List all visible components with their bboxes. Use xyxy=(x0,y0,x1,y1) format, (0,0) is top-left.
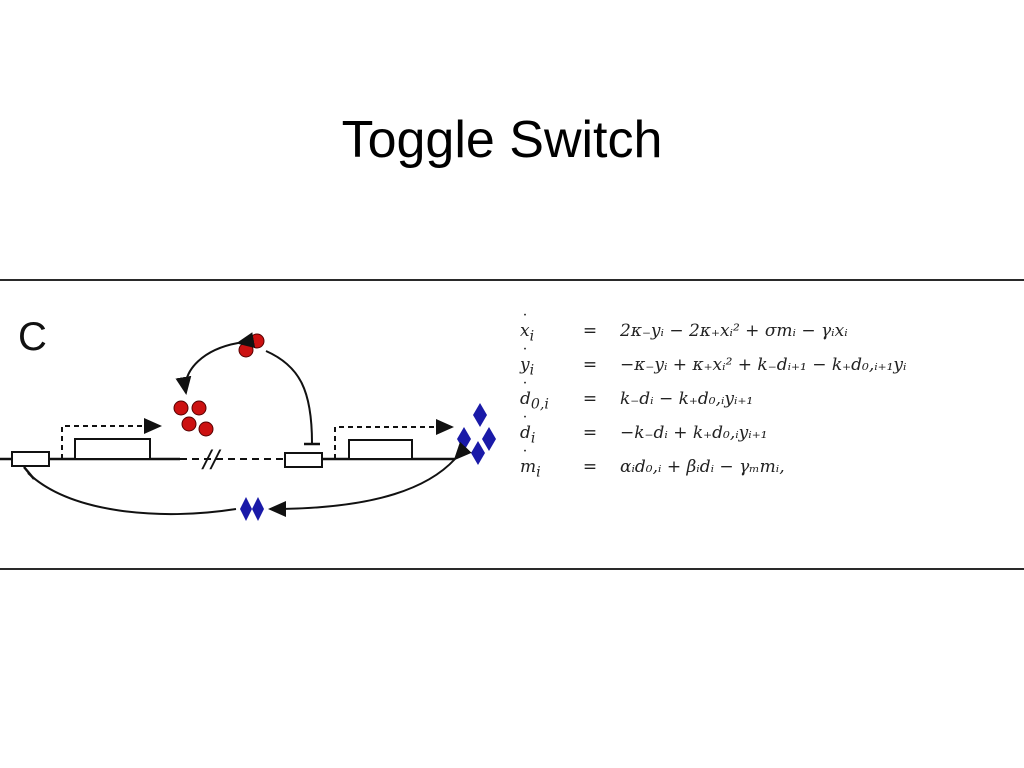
equation-row: xi = 2κ₋yᵢ − 2κ₊xᵢ² + σmᵢ − γᵢxᵢ xyxy=(520,311,1024,355)
equals-sign: = xyxy=(582,389,598,409)
blue-protein-dimer xyxy=(240,497,264,521)
slide-title: Toggle Switch xyxy=(341,111,663,169)
gene-1 xyxy=(74,438,151,460)
repression-arrow-red xyxy=(265,350,313,444)
equation-lhs: mi xyxy=(520,447,564,480)
equation-rhs: −k₋dᵢ + k₊d₀,ᵢyᵢ₊₁ xyxy=(620,423,768,443)
equation-lhs: di xyxy=(520,413,564,446)
equals-sign: = xyxy=(582,423,598,443)
red-protein-dimer xyxy=(238,333,265,358)
gene-2 xyxy=(348,439,413,460)
blue-dimerization-arrow xyxy=(268,441,472,517)
model-equations: xi = 2κ₋yᵢ − 2κ₊xᵢ² + σmᵢ − γᵢxᵢ yi = −κ… xyxy=(520,311,1024,491)
strand-break-mark: // xyxy=(201,445,222,473)
equation-lhs: xi xyxy=(520,311,564,344)
promoter-1 xyxy=(11,451,50,467)
equation-rhs: 2κ₋yᵢ − 2κ₊xᵢ² + σmᵢ − γᵢxᵢ xyxy=(620,321,848,341)
equation-row: d0,i = k₋dᵢ − k₊d₀,ᵢyᵢ₊₁ xyxy=(520,379,1024,423)
equation-lhs: d0,i xyxy=(520,379,564,412)
equation-row: di = −k₋dᵢ + k₊d₀,ᵢyᵢ₊₁ xyxy=(520,413,1024,457)
equation-lhs: yi xyxy=(520,345,564,378)
blue-protein-cluster xyxy=(457,403,496,465)
equation-row: yi = −κ₋yᵢ + κ₊xᵢ² + k₋dᵢ₊₁ − k₊d₀,ᵢ₊₁yᵢ xyxy=(520,345,1024,389)
equation-rhs: −κ₋yᵢ + κ₊xᵢ² + k₋dᵢ₊₁ − k₊d₀,ᵢ₊₁yᵢ xyxy=(620,355,907,375)
repression-bar-blue xyxy=(23,466,35,480)
equation-row: mi = αᵢd₀,ᵢ + βᵢdᵢ − γₘmᵢ, xyxy=(520,447,1024,491)
panel-label: C xyxy=(18,315,47,359)
equals-sign: = xyxy=(582,355,598,375)
equation-rhs: αᵢd₀,ᵢ + βᵢdᵢ − γₘmᵢ, xyxy=(620,457,785,477)
equals-sign: = xyxy=(582,457,598,477)
equals-sign: = xyxy=(582,321,598,341)
dimerization-arrow xyxy=(175,332,256,395)
transcription-arrow-1 xyxy=(61,418,162,459)
red-protein-monomers xyxy=(173,400,214,437)
promoter-2 xyxy=(284,452,323,468)
repression-arrow-blue xyxy=(27,472,237,516)
toggle-switch-circuit-diagram: // xyxy=(0,332,496,521)
figure-panel: C // xyxy=(0,279,1024,570)
equation-rhs: k₋dᵢ − k₊d₀,ᵢyᵢ₊₁ xyxy=(620,389,754,409)
